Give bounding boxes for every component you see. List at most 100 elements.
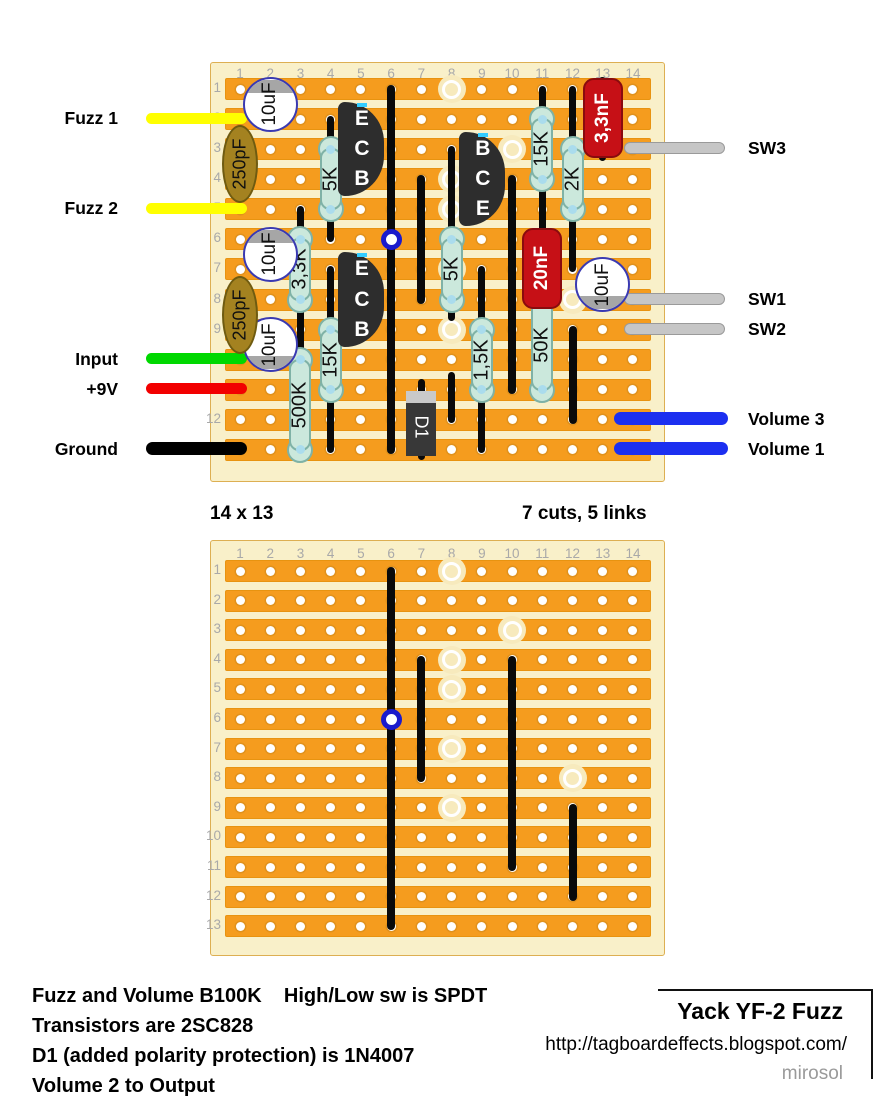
strip-row — [225, 619, 651, 642]
strip-row — [225, 589, 651, 612]
hole — [598, 596, 608, 606]
hole — [416, 144, 426, 154]
author-credit: mirosol — [781, 1063, 843, 1084]
resistor-value-label: 15K — [319, 341, 342, 378]
hole — [295, 144, 305, 154]
capacitor-value-label: 20nF — [531, 246, 553, 291]
pin-highlight-tick — [477, 133, 488, 138]
hole — [356, 862, 366, 872]
wire-sw2 — [624, 322, 725, 335]
hole — [628, 355, 638, 365]
row-number: 13 — [205, 917, 221, 933]
hole — [628, 744, 638, 754]
resistor: 2K — [559, 136, 586, 223]
wire-volume-1 — [614, 442, 728, 456]
col-number: 4 — [326, 546, 335, 561]
hole — [477, 655, 487, 665]
hole — [628, 174, 638, 184]
row-number: 1 — [213, 80, 221, 95]
row-number: 5 — [213, 680, 221, 696]
resistor-value-label: 1,5K — [470, 339, 493, 381]
hole — [326, 684, 336, 694]
blog-url[interactable]: http://tagboardeffects.blogspot.com/ — [545, 1034, 847, 1055]
link-wire — [387, 567, 396, 723]
hole — [235, 862, 245, 872]
polarity-band — [577, 296, 629, 310]
col-number: 12 — [565, 66, 581, 81]
capacitor-value-label: 10uF — [259, 82, 281, 126]
row-number: 12 — [205, 887, 221, 903]
hole — [537, 773, 547, 783]
hole — [477, 892, 487, 902]
row-number: 1 — [213, 562, 221, 577]
hole — [265, 295, 275, 305]
cut-hole-ring — [442, 739, 462, 759]
hole — [447, 862, 457, 872]
transistor-pin-label: B — [354, 167, 370, 191]
resistor-hole-dot — [568, 144, 578, 154]
resistor-hole-dot — [447, 295, 457, 305]
hole — [628, 84, 638, 94]
film-cap: 250pF — [222, 275, 258, 354]
footer-divider-line — [658, 989, 871, 991]
hole — [265, 596, 275, 606]
pin-highlight-tick — [356, 103, 367, 108]
hole — [477, 773, 487, 783]
hole — [537, 596, 547, 606]
resistor-hole-dot — [477, 325, 487, 335]
col-number: 6 — [387, 546, 395, 561]
resistor-value-label: 5K — [440, 257, 463, 282]
stray-lead — [448, 371, 456, 423]
hole — [447, 921, 457, 931]
col-number: 10 — [504, 546, 520, 561]
box-cap: 3,3nF — [582, 78, 623, 159]
pin-highlight-tick — [356, 253, 367, 258]
transistor-pin-label: B — [354, 317, 370, 341]
link-wire — [508, 175, 517, 394]
hole — [416, 114, 426, 124]
hole — [537, 566, 547, 576]
hole — [416, 832, 426, 842]
hole — [265, 566, 275, 576]
hole — [416, 921, 426, 931]
hole — [537, 714, 547, 724]
hole — [598, 892, 608, 902]
hole — [598, 566, 608, 576]
col-number: 7 — [417, 66, 426, 81]
resistor-hole-dot — [447, 234, 457, 244]
hole — [265, 744, 275, 754]
footer-note-line: D1 (added polarity protection) is 1N4007 — [32, 1045, 415, 1067]
capacitor-value-label: 250pF — [229, 289, 250, 341]
diode: D1 — [406, 390, 437, 456]
col-number: 13 — [595, 546, 611, 561]
wire-ground — [146, 442, 247, 456]
hole — [598, 655, 608, 665]
hole — [326, 892, 336, 902]
row-number: 12 — [205, 410, 221, 426]
transistor-pin-label: E — [354, 257, 369, 281]
hole — [537, 445, 547, 455]
cut-hole-ring — [502, 620, 522, 640]
hole — [265, 415, 275, 425]
hole — [537, 655, 547, 665]
hole — [568, 655, 578, 665]
hole — [295, 174, 305, 184]
transistor-pin-label: C — [354, 137, 370, 161]
hole — [507, 566, 517, 576]
hole — [447, 596, 457, 606]
resistor-hole-dot — [326, 325, 336, 335]
hole — [628, 234, 638, 244]
hole — [265, 921, 275, 931]
resistor-hole-dot — [295, 234, 305, 244]
hole — [628, 832, 638, 842]
hole — [326, 625, 336, 635]
hole — [477, 84, 487, 94]
resistor-lead — [569, 86, 577, 153]
hole — [568, 596, 578, 606]
col-number: 1 — [236, 66, 244, 81]
resistor-hole-dot — [537, 385, 547, 395]
wire-label: SW2 — [748, 318, 786, 339]
hole — [568, 684, 578, 694]
electrolytic-cap: 10uF — [575, 257, 631, 313]
